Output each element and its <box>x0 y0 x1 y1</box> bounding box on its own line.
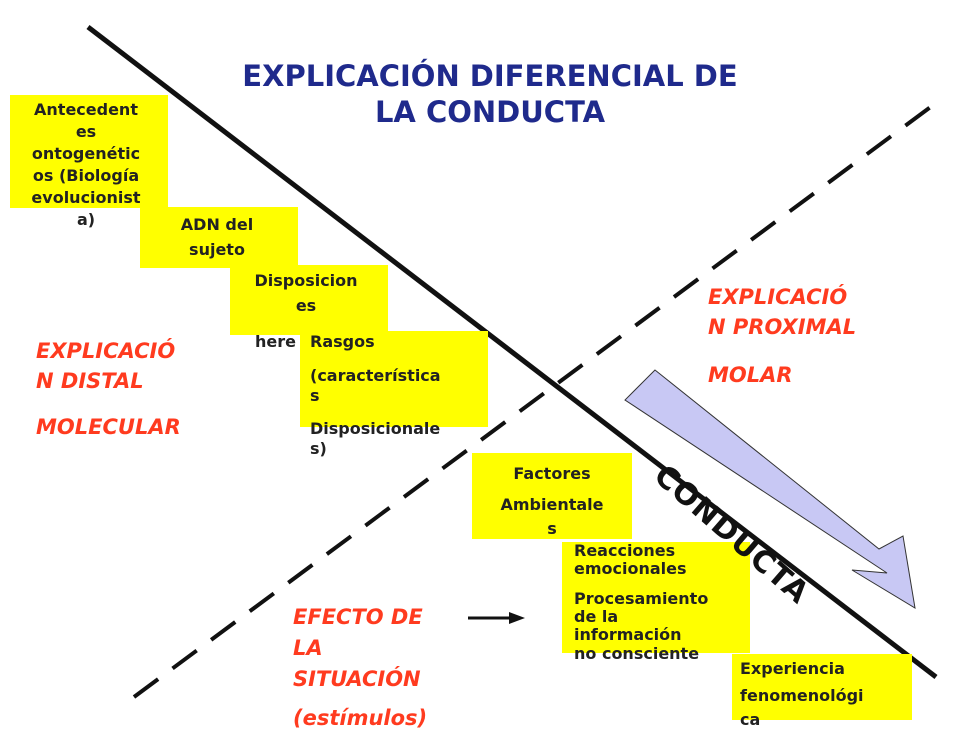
text-line: Disposicion <box>254 271 358 290</box>
label-explicacion-proximal: EXPLICACIÓ N PROXIMAL MOLAR <box>708 282 856 390</box>
text-line: os (Biología <box>32 166 140 185</box>
text-line: (estímulos) <box>293 706 428 730</box>
box-reacciones <box>562 542 750 653</box>
box-adn <box>140 207 298 268</box>
box-experiencia <box>732 654 912 720</box>
text-line: N DISTAL <box>36 369 144 393</box>
text-line: sujeto <box>189 240 245 259</box>
box-disposiciones <box>230 265 388 335</box>
text-line: ontogenétic <box>31 144 141 163</box>
reacciones-line-4: de la <box>574 607 619 626</box>
text-line: LA <box>293 636 323 660</box>
box-disposiciones-overflow-text: here <box>255 332 296 351</box>
reacciones-line-5: información <box>574 625 682 644</box>
rasgos-line-5: s) <box>310 439 327 458</box>
text-line: MOLECULAR <box>36 415 181 439</box>
conducta-arrow <box>624 369 916 609</box>
box-antecedentes <box>10 95 168 208</box>
text-line: s <box>547 519 557 538</box>
reacciones-line-6: no consciente <box>574 644 700 663</box>
diagram-title: EXPLICACIÓN DIFERENCIAL DE LA CONDUCTA <box>200 58 780 130</box>
reacciones-line-2: emocionales <box>574 559 687 578</box>
experiencia-line-3: ca <box>740 710 761 729</box>
text-line: EXPLICACIÓ <box>36 339 176 363</box>
diagonal-dashed-line <box>132 98 942 699</box>
text-line: N PROXIMAL <box>708 315 857 339</box>
text-line: es <box>75 122 97 141</box>
box-adn-text: ADN del sujeto <box>142 212 292 262</box>
reacciones-line-1: Reacciones <box>574 541 676 560</box>
text-line: Ambientale <box>500 495 604 514</box>
efecto-arrow-head <box>509 612 525 624</box>
rasgos-line-2: (característica <box>310 366 441 385</box>
diagonal-solid-line <box>86 25 938 679</box>
label-efecto-situacion: EFECTO DE LA SITUACIÓN (estímulos) <box>293 602 427 734</box>
text-line: es <box>295 296 317 315</box>
reacciones-line-3: Procesamiento <box>574 589 709 608</box>
rasgos-line-4: Disposicionale <box>310 419 441 438</box>
rasgos-line-1: Rasgos <box>310 332 375 351</box>
experiencia-line-2: fenomenológi <box>740 686 864 705</box>
text-line: ADN del <box>180 215 254 234</box>
box-disposiciones-text: Disposicion es <box>230 268 382 318</box>
text-line: Factores <box>513 464 591 483</box>
box-rasgos <box>300 331 488 427</box>
text-line: MOLAR <box>708 363 793 387</box>
text-line: SITUACIÓN <box>293 667 421 691</box>
label-explicacion-distal: EXPLICACIÓ N DISTAL MOLECULAR <box>36 336 181 442</box>
box-factores-text: Factores Ambientale s <box>472 458 632 538</box>
title-line-1: EXPLICACIÓN DIFERENCIAL DE <box>242 59 738 93</box>
rasgos-line-3: s <box>310 386 320 405</box>
box-antecedentes-text: Antecedent es ontogenétic os (Biología e… <box>10 99 162 231</box>
text-line: Antecedent <box>34 100 138 119</box>
text-line: EXPLICACIÓ <box>708 285 848 309</box>
text-line: a) <box>76 210 96 229</box>
text-line: EFECTO DE <box>293 605 423 629</box>
title-line-2: LA CONDUCTA <box>374 95 606 129</box>
text-line: evolucionist <box>31 188 141 207</box>
experiencia-line-1: Experiencia <box>740 659 845 678</box>
box-factores <box>472 453 632 539</box>
